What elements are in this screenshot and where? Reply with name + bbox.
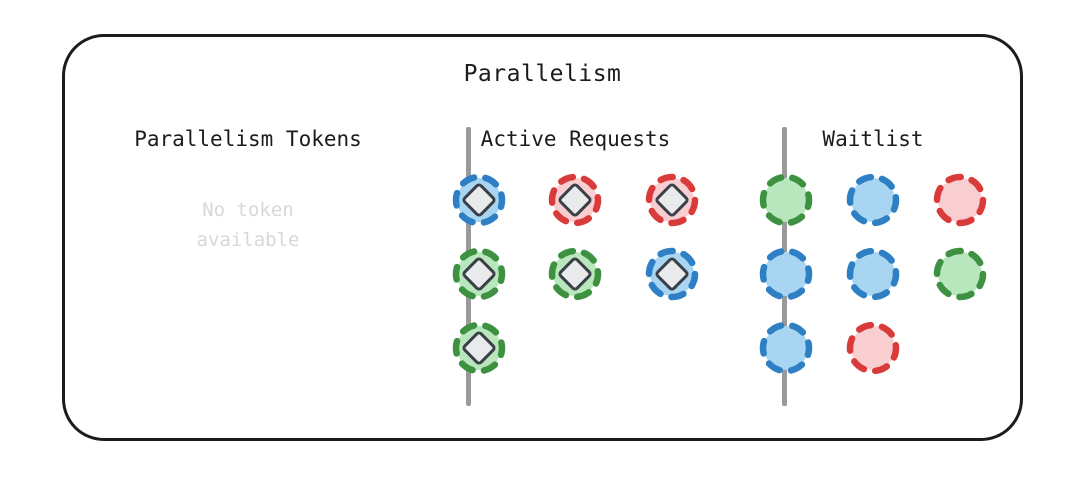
active-request-node-red[interactable] bbox=[544, 169, 606, 231]
parallelism-token-diamond bbox=[655, 257, 689, 291]
no-token-available-message: No token available bbox=[196, 199, 300, 251]
column-active-requests: Active Requests bbox=[423, 123, 728, 423]
waitlist-request-node-red[interactable] bbox=[842, 317, 904, 379]
column-header-active-requests: Active Requests bbox=[480, 127, 671, 151]
parallelism-token-diamond bbox=[655, 183, 689, 217]
parallelism-token-diamond bbox=[462, 331, 496, 365]
waitlist-request-empty-slot bbox=[929, 317, 991, 379]
column-parallelism-tokens: Parallelism Tokens No token available bbox=[83, 123, 413, 423]
column-waitlist: Waitlist bbox=[728, 123, 1018, 423]
active-request-node-green[interactable] bbox=[544, 243, 606, 305]
column-header-parallelism-tokens: Parallelism Tokens bbox=[134, 127, 362, 151]
waitlist-grid bbox=[728, 169, 1018, 379]
active-requests-grid bbox=[423, 169, 728, 379]
waitlist-request-node-blue[interactable] bbox=[755, 243, 817, 305]
active-request-empty-slot bbox=[641, 317, 703, 379]
parallelism-token-diamond bbox=[558, 257, 593, 291]
waitlist-request-node-blue[interactable] bbox=[842, 169, 904, 231]
column-header-waitlist: Waitlist bbox=[822, 127, 924, 151]
waitlist-request-node-blue[interactable] bbox=[755, 317, 817, 379]
waitlist-request-node-green[interactable] bbox=[929, 243, 991, 305]
parallelism-token-diamond bbox=[558, 183, 593, 217]
parallelism-panel: Parallelism Parallelism Tokens No token … bbox=[62, 34, 1023, 441]
columns-container: Parallelism Tokens No token available Ac… bbox=[65, 123, 1020, 423]
active-request-node-blue[interactable] bbox=[448, 169, 510, 231]
active-request-node-blue[interactable] bbox=[641, 243, 703, 305]
waitlist-request-node-green[interactable] bbox=[755, 169, 817, 231]
active-request-node-red[interactable] bbox=[641, 169, 703, 231]
active-request-empty-slot bbox=[544, 317, 606, 379]
active-request-node-green[interactable] bbox=[448, 243, 510, 305]
active-request-node-green[interactable] bbox=[448, 317, 510, 379]
waitlist-request-node-red[interactable] bbox=[929, 169, 991, 231]
waitlist-request-node-blue[interactable] bbox=[842, 243, 904, 305]
parallelism-token-diamond bbox=[462, 257, 496, 291]
parallelism-token-diamond bbox=[462, 183, 496, 217]
page-title: Parallelism bbox=[463, 61, 622, 87]
